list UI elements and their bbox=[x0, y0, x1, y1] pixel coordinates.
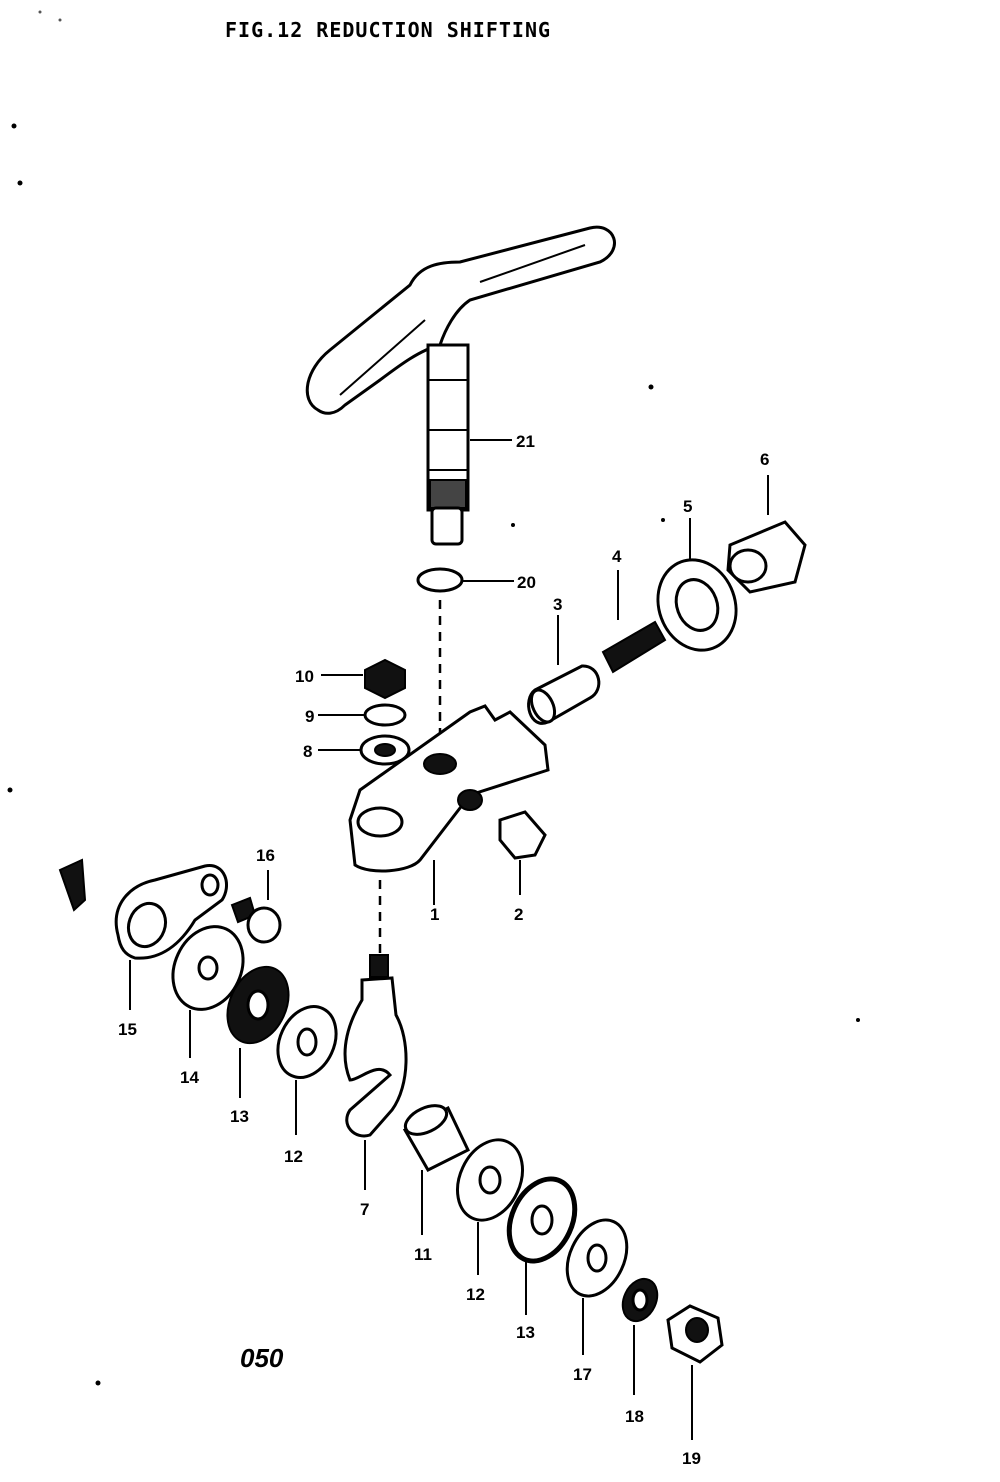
part-15-lever-plate bbox=[114, 864, 228, 960]
part-4-spring bbox=[601, 620, 667, 674]
callout-9: 9 bbox=[305, 707, 314, 726]
part-18-lock-washer bbox=[621, 1277, 659, 1323]
callout-12: 12 bbox=[284, 1147, 303, 1166]
callout-labels: 21 20 6 5 4 3 10 9 8 16 1 2 15 14 13 12 … bbox=[118, 432, 769, 1468]
callout-5: 5 bbox=[683, 497, 692, 516]
callout-16: 16 bbox=[256, 846, 275, 865]
callout-13: 13 bbox=[230, 1107, 249, 1126]
callout-1: 1 bbox=[430, 905, 439, 924]
callout-17: 17 bbox=[573, 1365, 592, 1384]
part-9-lock-washer bbox=[363, 703, 407, 727]
part-14-washer bbox=[171, 925, 245, 1011]
part-3-pin bbox=[527, 664, 601, 725]
part-20-o-ring bbox=[416, 567, 464, 593]
callout-20: 20 bbox=[517, 573, 536, 592]
part-21-shift-handle bbox=[305, 225, 616, 546]
callout-2: 2 bbox=[514, 905, 523, 924]
scan-specks bbox=[7, 10, 860, 1386]
part-7-shift-fork bbox=[343, 954, 408, 1138]
page-code: 050 bbox=[240, 1343, 284, 1373]
callout-13-lower: 13 bbox=[516, 1323, 535, 1342]
callout-11: 11 bbox=[414, 1245, 432, 1264]
part-19-nut bbox=[666, 1304, 724, 1364]
part-8-washer bbox=[359, 734, 411, 766]
callout-10: 10 bbox=[295, 667, 314, 686]
part-16-screw bbox=[230, 896, 282, 944]
part-17-washer bbox=[565, 1218, 629, 1298]
callout-12-lower: 12 bbox=[466, 1285, 485, 1304]
part-2-bolt bbox=[498, 810, 547, 860]
leader-lines bbox=[129, 439, 769, 1440]
part-13-bearing bbox=[226, 965, 290, 1045]
callout-14: 14 bbox=[180, 1068, 199, 1087]
callout-21: 21 bbox=[516, 432, 535, 451]
callout-7: 7 bbox=[360, 1200, 369, 1219]
callout-18: 18 bbox=[625, 1407, 644, 1426]
scan-mark bbox=[58, 858, 87, 912]
callout-8: 8 bbox=[303, 742, 312, 761]
part-1-shift-arm bbox=[348, 704, 550, 873]
callout-6: 6 bbox=[760, 450, 769, 469]
part-12-washer-lower bbox=[456, 1138, 524, 1222]
part-10-nut bbox=[364, 658, 406, 700]
part-6-plug bbox=[726, 520, 807, 594]
callout-15: 15 bbox=[118, 1020, 137, 1039]
part-12-washer bbox=[276, 1005, 338, 1079]
part-13-bearing-lower bbox=[506, 1176, 578, 1264]
part-11-collar bbox=[402, 1104, 470, 1172]
callout-3: 3 bbox=[553, 595, 562, 614]
callout-19: 19 bbox=[682, 1449, 701, 1468]
figure-title: FIG.12 REDUCTION SHIFTING bbox=[225, 18, 552, 42]
part-5-washer bbox=[656, 558, 738, 652]
callout-4: 4 bbox=[612, 547, 622, 566]
